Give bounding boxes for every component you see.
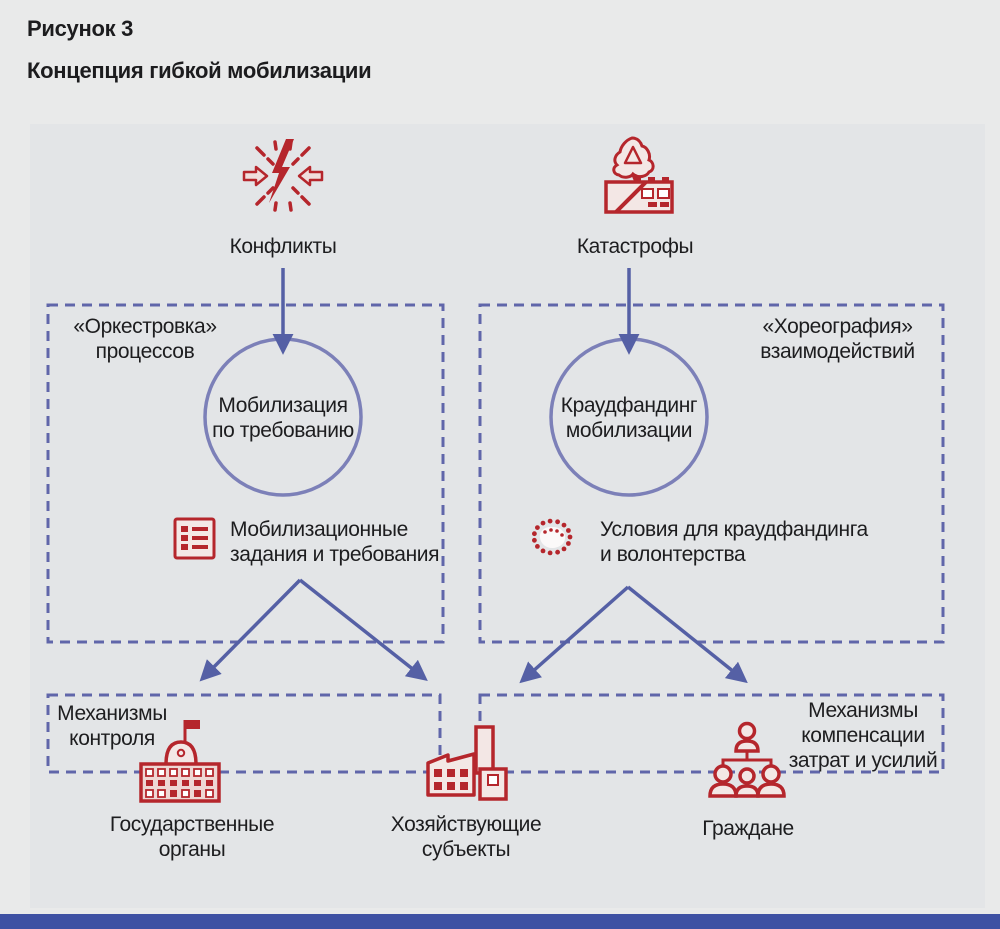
checklist-icon <box>172 516 217 561</box>
compensation-mechanisms-label: Механизмы компенсации затрат и усилий <box>788 699 938 772</box>
fist-icon <box>527 511 577 563</box>
crowdfunding-mobilization-label: Краудфандинг мобилизации <box>560 394 698 442</box>
government-bodies-label: Государственные органы <box>109 813 275 861</box>
bottom-accent-bar <box>0 914 1000 929</box>
figure-number: Рисунок 3 <box>27 16 134 41</box>
business-entities-label: Хозяйствующие субъекты <box>390 813 542 861</box>
citizens-icon <box>702 718 792 802</box>
disaster-icon <box>592 132 684 227</box>
citizens-label: Граждане <box>702 817 794 840</box>
factory-icon <box>418 711 510 803</box>
conflict-icon <box>238 133 328 223</box>
control-mechanisms-label: Механизмы контроля <box>57 702 167 750</box>
conflicts-label: Конфликты <box>229 235 337 258</box>
government-building-icon <box>133 716 225 806</box>
on-demand-mobilization-label: Мобилизация по требованию <box>212 394 354 442</box>
choreography-caption: «Хореография» взаимодействий <box>760 315 915 363</box>
mobilization-tasks-label: Мобилизационные задания и требования <box>230 518 440 566</box>
disasters-label: Катастрофы <box>576 235 694 258</box>
orchestration-caption: «Оркестровка» процессов <box>73 315 217 363</box>
figure-title: Концепция гибкой мобилизации <box>27 58 372 83</box>
crowdfunding-conditions-label: Условия для краудфандинга и волонтерства <box>600 518 868 566</box>
